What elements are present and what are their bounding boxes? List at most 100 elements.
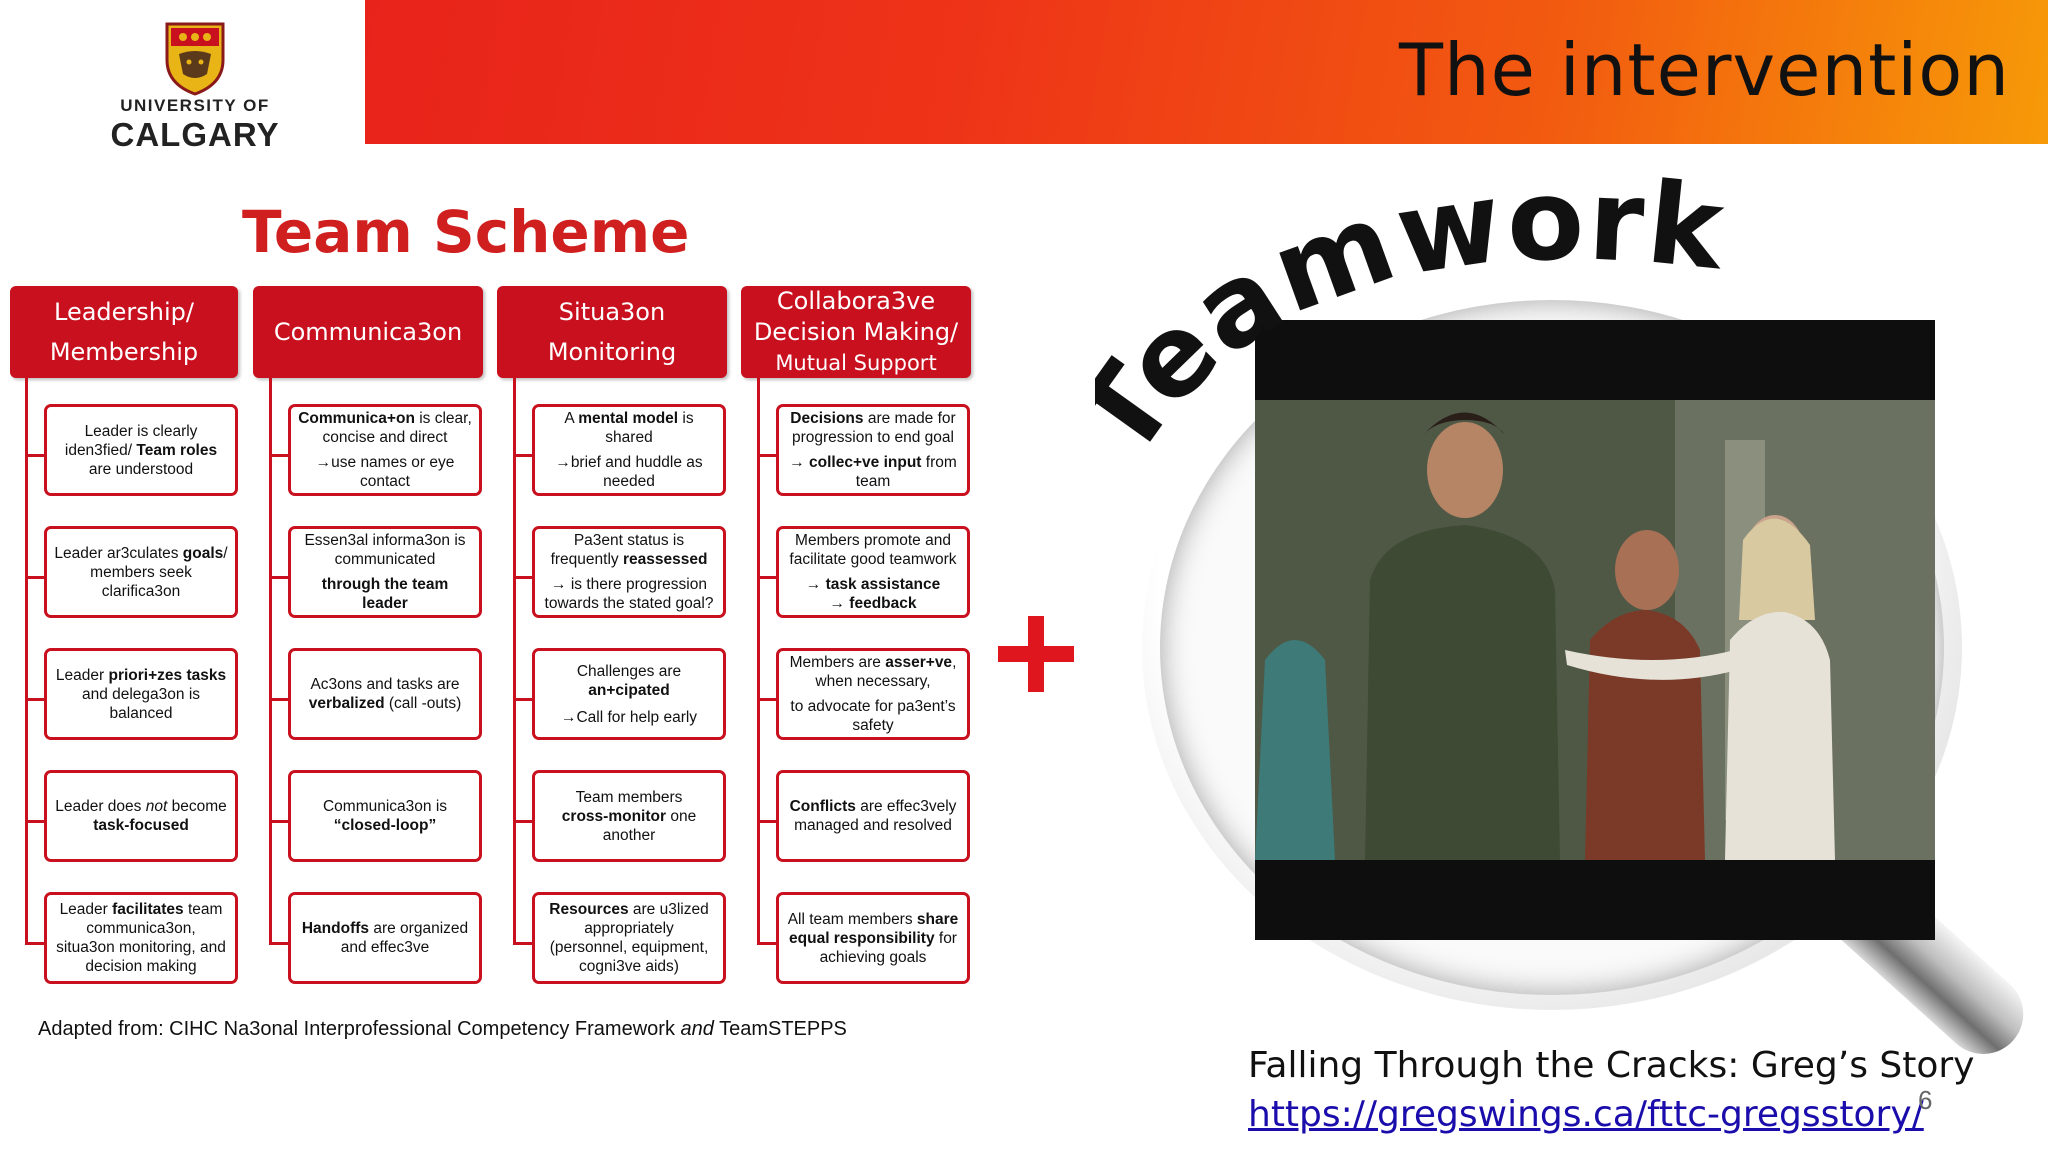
cell-line: →use names or eye: [315, 454, 455, 471]
connector-line: [757, 820, 778, 823]
column-header-line: Communica3on: [273, 318, 463, 346]
cell-line: Decisions are made for: [790, 410, 956, 427]
cell-line: appropriately: [584, 920, 674, 937]
connector-line: [513, 576, 534, 579]
scheme-cell-situation-5: Resources are u3lized appropriately (per…: [532, 892, 726, 984]
scheme-cell-situation-4: Team members cross-monitor one another: [532, 770, 726, 862]
scheme-cell-collaborative-4: Conflicts are effec3vely managed and res…: [776, 770, 970, 862]
cell-line: members seek: [90, 563, 192, 581]
connector-line: [513, 820, 534, 823]
cell-line: → task assistance: [805, 576, 941, 593]
connector-line: [25, 820, 46, 823]
plus-icon: [1028, 616, 1044, 692]
cell-line: cross-monitor one: [561, 807, 697, 825]
cell-line: Communica+on is clear,: [298, 410, 472, 427]
cell-line: Conflicts are effec3vely: [789, 798, 957, 815]
connector-line: [269, 454, 290, 457]
cell-line: balanced: [109, 704, 173, 722]
cell-line: when necessary,: [815, 673, 931, 690]
citation-text: Adapted from: CIHC Na3onal Interprofessi…: [38, 1018, 681, 1040]
university-logo: UNIVERSITY OF CALGARY: [105, 20, 285, 153]
column-header-line: Monitoring: [547, 338, 677, 366]
cell-line: Leader facilitates team: [59, 901, 223, 918]
citation-text: TeamSTEPPS: [713, 1018, 847, 1040]
cell-line: frequently reassessed: [550, 551, 708, 568]
column-header-situation-monitoring: Situa3on Monitoring: [497, 286, 727, 378]
svg-text:Teamwork: Teamwork: [1095, 165, 1731, 480]
cell-line: → collec+ve input from: [789, 454, 957, 471]
cell-line: →brief and huddle as: [555, 454, 703, 471]
cell-line: task-focused: [93, 817, 189, 834]
connector-line: [269, 576, 290, 579]
teamwork-curved-text: Teamwork: [1095, 165, 1731, 480]
cell-line: team: [855, 473, 891, 490]
cell-line: Leader is clearly: [84, 422, 198, 440]
connector-line: [757, 698, 778, 701]
scheme-cell-communication-2: Essen3al informa3on is communicated thro…: [288, 526, 482, 618]
connector-line: [25, 942, 46, 945]
scheme-cell-collaborative-3: Members are asser+ve, when necessary, to…: [776, 648, 970, 740]
cell-line: Leader ar3culates goals/: [54, 544, 228, 562]
scheme-cell-leadership-5: Leader facilitates team communica3on, si…: [44, 892, 238, 984]
column-header-communication: Communica3on: [253, 286, 483, 378]
scheme-cell-leadership-1: Leader is clearly iden3fied/ Team roles …: [44, 404, 238, 496]
cell-line: equal responsibility for: [789, 929, 957, 947]
column-header-line: Decision Making/: [753, 318, 959, 346]
connector-line: [25, 698, 46, 701]
cell-line: “closed-loop”: [333, 817, 437, 834]
cell-line: →Call for help early: [560, 708, 698, 726]
scheme-cell-leadership-2: Leader ar3culates goals/ members seek cl…: [44, 526, 238, 618]
cell-line: All team members share: [787, 910, 959, 928]
scheme-cell-situation-2: Pa3ent status is frequently reassessed →…: [532, 526, 726, 618]
cell-line: decision making: [85, 958, 197, 975]
video-link[interactable]: https://gregswings.ca/fttc-gregsstory/: [1248, 1094, 1924, 1135]
cell-line: facilitate good teamwork: [789, 551, 957, 568]
video-still[interactable]: [1255, 320, 1935, 940]
cell-line: cogni3ve aids): [579, 958, 679, 975]
cell-line: an+cipated: [588, 681, 670, 699]
adapted-from-citation: Adapted from: CIHC Na3onal Interprofessi…: [38, 1018, 847, 1041]
cell-line: Essen3al informa3on is: [304, 532, 466, 549]
cell-line: safety: [852, 717, 894, 734]
connector-line: [757, 378, 760, 943]
cell-line: situa3on monitoring, and: [56, 939, 226, 956]
cell-line: through the team: [321, 576, 449, 593]
cell-line: achieving goals: [819, 948, 927, 966]
connector-line: [25, 576, 46, 579]
connector-line: [25, 454, 46, 457]
cell-line: Challenges are: [576, 662, 682, 680]
connector-line: [757, 576, 778, 579]
scheme-cell-communication-1: Communica+on is clear, concise and direc…: [288, 404, 482, 496]
cell-line: communicated: [334, 551, 436, 568]
connector-line: [269, 942, 290, 945]
cell-line: → feedback: [829, 595, 917, 612]
cell-line: Communica3on is: [322, 798, 448, 815]
scheme-cell-communication-5: Handoffs are organized and effec3ve: [288, 892, 482, 984]
scheme-cell-situation-1: A mental model is shared →brief and hudd…: [532, 404, 726, 496]
cell-line: verbalized (call -outs): [308, 695, 462, 712]
cell-line: Members are asser+ve,: [789, 654, 957, 671]
scheme-cell-leadership-3: Leader priori+zes tasks and delega3on is…: [44, 648, 238, 740]
scheme-cell-collaborative-5: All team members share equal responsibil…: [776, 892, 970, 984]
logo-text-calgary: CALGARY: [110, 116, 280, 153]
logo-text-university-of: UNIVERSITY OF: [120, 96, 270, 115]
cell-line: Handoffs are organized: [301, 920, 469, 937]
column-header-leadership: Leadership/ Membership: [10, 286, 238, 378]
scheme-cell-leadership-4: Leader does not become task-focused: [44, 770, 238, 862]
scheme-cell-communication-4: Communica3on is “closed-loop”: [288, 770, 482, 862]
cell-line: Leader priori+zes tasks: [55, 666, 227, 684]
cell-line: iden3fied/ Team roles: [64, 441, 218, 459]
connector-line: [513, 942, 534, 945]
cell-line: Team members: [575, 788, 683, 806]
connector-line: [269, 698, 290, 701]
scheme-cell-communication-3: Ac3ons and tasks are verbalized (call -o…: [288, 648, 482, 740]
cell-line: (personnel, equipment,: [549, 939, 709, 956]
connector-line: [25, 378, 28, 943]
cell-line: towards the stated goal?: [544, 595, 714, 612]
citation-and: and: [680, 1018, 714, 1040]
video-scene-image: [1255, 320, 1935, 940]
video-caption: Falling Through the Cracks: Greg’s Story: [1248, 1045, 1975, 1086]
teamwork-text: Teamwork: [1095, 165, 1729, 480]
cell-line: concise and direct: [322, 429, 448, 446]
cell-line: another: [602, 826, 656, 844]
